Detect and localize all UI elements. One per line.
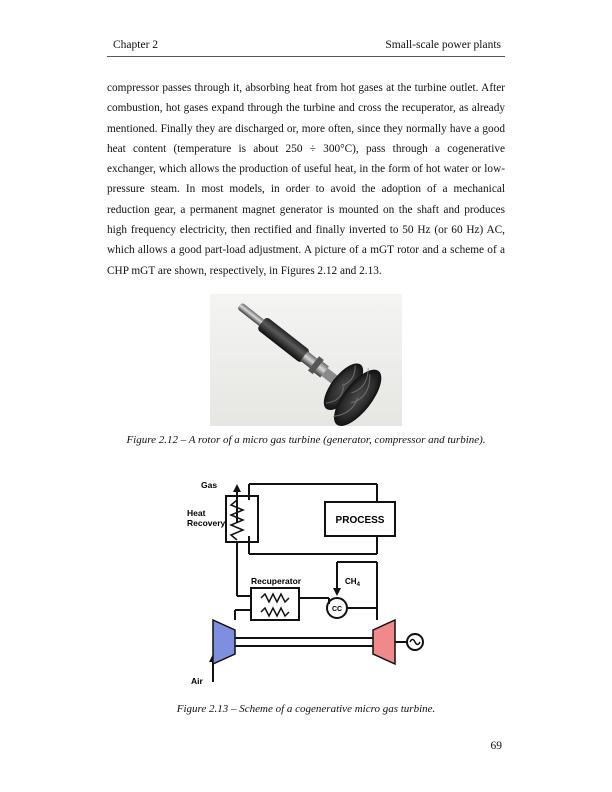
gas-label: Gas: [201, 480, 217, 490]
body-paragraph: compressor passes through it, absorbing …: [107, 82, 505, 277]
heat-recovery-label-2: Recovery: [187, 518, 226, 528]
cc-label: CC: [332, 606, 342, 613]
rotor-photo: [210, 294, 402, 426]
scheme-diagram: Gas Heat Recovery PROCESS Recuperator CH…: [181, 470, 431, 693]
ch4-label: CH4: [345, 577, 361, 588]
page-header: Chapter 2 Small-scale power plants: [107, 38, 505, 57]
turbine-shape: [372, 618, 396, 666]
rotor-illustration: [238, 303, 382, 426]
page-number: 69: [490, 740, 503, 752]
recuperator-label: Recuperator: [251, 576, 302, 586]
chapter-label: Chapter 2: [113, 39, 159, 51]
figure-2-12-caption: Figure 2.12 – A rotor of a micro gas tur…: [126, 434, 486, 446]
section-title: Small-scale power plants: [385, 39, 501, 51]
heat-recovery-label-1: Heat: [187, 508, 206, 518]
air-label: Air: [191, 676, 204, 686]
cogenerative-mgt-scheme: Gas Heat Recovery PROCESS Recuperator CH…: [181, 470, 431, 693]
process-label: PROCESS: [336, 515, 385, 526]
compressor-shape: [212, 618, 236, 666]
figure-2-13-caption: Figure 2.13 – Scheme of a cogenerative m…: [176, 703, 436, 715]
